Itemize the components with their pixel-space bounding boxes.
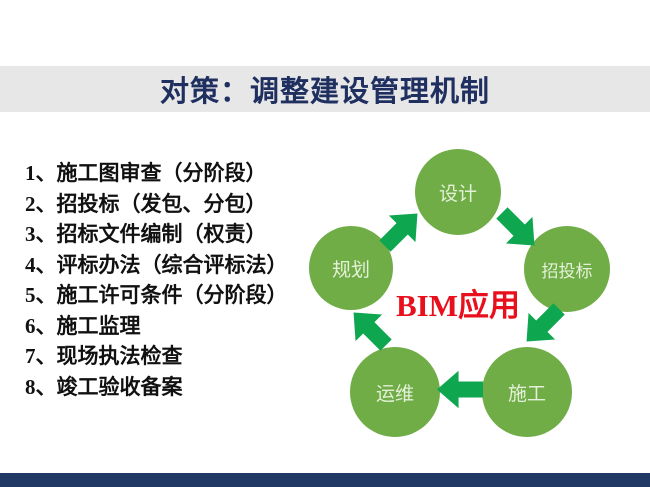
list-item: 2、招投标（发包、分包） [25,191,267,216]
arrow-bidding-to-construction-icon [509,292,575,358]
arrow-plan-to-design-icon [368,196,434,262]
node-circle-construction: 施工 [482,347,572,437]
node-label: 施工 [507,383,546,405]
title-bar: 对策：调整建设管理机制 [0,66,650,112]
node-label: 规划 [331,259,370,281]
arrow-operation-to-plan-icon [336,295,402,361]
list-item: 5、施工许可条件（分阶段） [25,283,288,307]
bim-application-label: BIM应用 [396,288,520,323]
arrow-design-to-bidding-icon [485,196,551,262]
arrow-construction-to-operation-icon [436,366,483,413]
node-label: 运维 [375,383,414,405]
list-item: 3、招标文件编制（权责） [25,222,267,246]
list-item: 8、竣工验收备案 [25,374,183,399]
list-item: 4、评标办法（综合评标法） [25,252,288,277]
footer-bar [0,473,650,487]
list-item: 1、施工图审查（分阶段） [25,161,267,185]
node-label: 设计 [438,183,477,205]
node-label: 招投标 [541,261,593,281]
node-circle-operation: 运维 [350,347,440,437]
list-item: 7、现场执法检查 [25,344,183,368]
slide-title: 对策：调整建设管理机制 [159,76,490,108]
node-circle-bidding: 招投标 [524,226,610,312]
list-item: 6、施工监理 [25,313,141,338]
agenda-list: 1、施工图审查（分阶段） 2、招投标（发包、分包） 3、招标文件编制（权责） 4… [25,158,345,402]
node-circle-design: 设计 [415,149,501,235]
node-circle-plan: 规划 [309,226,393,310]
